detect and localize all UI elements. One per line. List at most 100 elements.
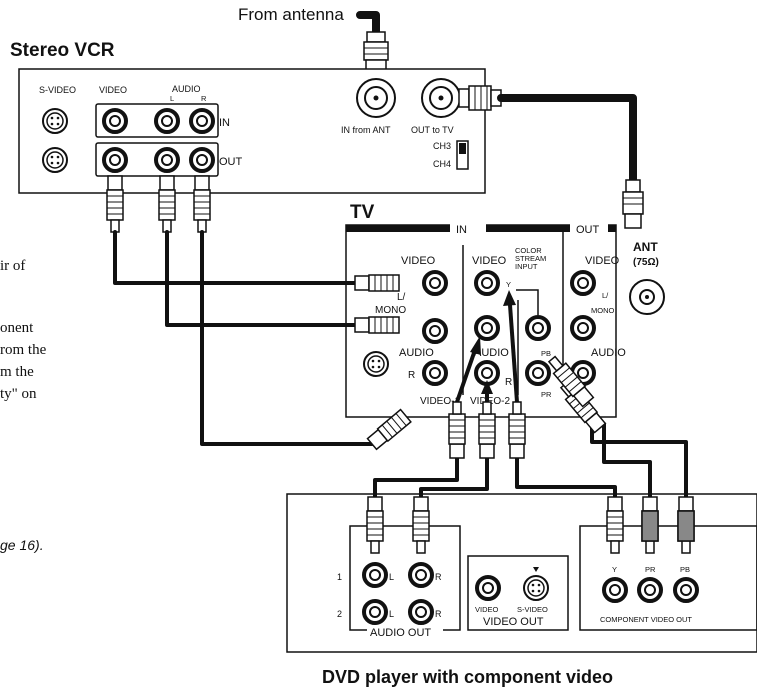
tv-video1-mono-label: MONO (375, 305, 406, 316)
vcr-r-label: R (201, 94, 207, 103)
vcr-rf-out-plug (458, 85, 502, 111)
tv-in-label-bg (450, 224, 486, 234)
left-text-3: rom the (0, 342, 47, 358)
dvd-audio-row2-label: 2 (337, 609, 342, 619)
tv-video1-r-label: R (408, 370, 415, 381)
tv-video1-video-label: VIDEO (401, 255, 436, 267)
color-stream-label-1: COLOR (515, 246, 542, 255)
arrow-y-to-color-stream (503, 290, 519, 403)
dvd-y-jack (602, 577, 628, 603)
dvd-pr-plug-shade (641, 510, 659, 542)
left-text-4: m the (0, 364, 34, 380)
tv-title: TV (350, 202, 375, 223)
tv-video1-audio-label: AUDIO (399, 347, 434, 359)
channel-switch-knob (459, 143, 466, 154)
dvd-svideo-jack (523, 575, 549, 601)
tv-video1-video-plug (354, 274, 400, 292)
tv-out-video-label: VIDEO (585, 255, 620, 267)
dvd-audio2-l-jack (362, 599, 388, 625)
dvd-pb-jack (673, 577, 699, 603)
tv-ant-connector (629, 279, 665, 315)
vcr-svideo-in-jack (42, 108, 68, 134)
dvd-audio-row1-label: 1 (337, 572, 342, 582)
dvd-y-label: Y (612, 565, 617, 574)
tv-video2-audio-label: AUDIO (474, 347, 509, 359)
tv-video1-audio-l-plug (354, 316, 400, 334)
color-stream-label-3: INPUT (515, 262, 538, 271)
out-to-tv-label: OUT to TV (411, 125, 454, 135)
channel-switch[interactable] (456, 140, 469, 170)
rf-cable-to-tv (497, 94, 637, 184)
dvd-caption: DVD player with component video (322, 667, 613, 687)
vcr-in-label: IN (219, 117, 230, 129)
left-text-6: ge 16). (0, 537, 44, 553)
tv-pr-label: PR (541, 390, 552, 399)
tv-video2-r-label: R (505, 377, 512, 388)
stereo-vcr-title: Stereo VCR (10, 40, 115, 61)
vcr-svideo-out-jack (42, 147, 68, 173)
tv-out-l-label: L/ (602, 291, 609, 300)
tv-pb-label: PB (541, 349, 551, 358)
dvd-audio1-l-jack (362, 562, 388, 588)
tv-ant-plug (622, 179, 644, 229)
vcr-in-bracket (95, 103, 219, 138)
tv-video2-video-jack (474, 270, 500, 296)
dvd-audio-out-label-bg (367, 625, 443, 637)
antenna-plug (363, 31, 389, 75)
dvd-video-out-label-bg (480, 614, 558, 626)
tv-video2-audio-l-jack (474, 315, 500, 341)
ant-label: ANT (633, 240, 658, 254)
dvd-audio2-l-label: L (389, 609, 394, 619)
tv-video1-audio-r-jack (422, 360, 448, 386)
vcr-out-to-tv-connector (421, 78, 461, 118)
vcr-audio-l-cable (165, 230, 357, 327)
dvd-audio1-l-label: L (389, 572, 394, 582)
tv-video1-video-jack (422, 270, 448, 296)
tv-cs-y-jack (525, 315, 551, 341)
vcr-svideo-label: S-VIDEO (39, 85, 76, 95)
vcr-video-out-plug (106, 175, 124, 233)
left-body-text: ir of onent rom the m the ty" on ge 16). (0, 258, 47, 553)
dvd-audio2-r-jack (408, 599, 434, 625)
arrow-audio-to-video2 (481, 380, 493, 402)
dvd-audio2-r-label: R (435, 609, 442, 619)
vcr-in-from-ant-connector (356, 78, 396, 118)
dvd-video-label: VIDEO (475, 605, 499, 614)
ant-ohm-label: (75Ω) (633, 257, 659, 268)
vcr-audio-l-out-jack (154, 147, 180, 173)
dvd-y-cable (515, 456, 617, 502)
dvd-svideo-marker-icon (533, 567, 539, 572)
tv-out-label-bg (570, 224, 608, 234)
tv-svideo-jack (363, 351, 389, 377)
ch4-label: CH4 (433, 159, 451, 169)
from-antenna-label: From antenna (238, 5, 344, 24)
dvd-pb-plug-shade (677, 510, 695, 542)
dvd-video-bracket (467, 555, 569, 631)
vcr-audio-label: AUDIO (172, 84, 201, 94)
dvd-audio-out-label: AUDIO OUT (370, 627, 431, 639)
vcr-audio-l-in-jack (154, 108, 180, 134)
tv-video1-lmono-label: L/ (397, 292, 406, 303)
vcr-video-in-jack (102, 108, 128, 134)
tv-video1-label: VIDEO-1 (420, 396, 460, 407)
vcr-l-label: L (170, 94, 174, 103)
tv-out-audio-l-jack (570, 315, 596, 341)
dvd-audio-r-cable (419, 456, 489, 499)
vcr-video-label: VIDEO (99, 85, 127, 95)
vcr-audio-l-out-plug (158, 175, 176, 233)
dvd-svideo-label: S-VIDEO (517, 605, 548, 614)
cs-y-line (516, 289, 539, 315)
tv-out-video-jack (570, 270, 596, 296)
vcr-audio-r-in-jack (189, 108, 215, 134)
vcr-out-bracket (95, 142, 219, 177)
in-from-ant-label: IN from ANT (341, 125, 391, 135)
vcr-out-label: OUT (219, 156, 243, 168)
dvd-video-out-label: VIDEO OUT (483, 616, 544, 628)
dvd-pr-jack (637, 577, 663, 603)
ch3-label: CH3 (433, 141, 451, 151)
dvd-audio1-r-label: R (435, 572, 442, 582)
vcr-audio-r-out-jack (189, 147, 215, 173)
dvd-pb-label: PB (680, 565, 690, 574)
antenna-cable (356, 11, 380, 36)
